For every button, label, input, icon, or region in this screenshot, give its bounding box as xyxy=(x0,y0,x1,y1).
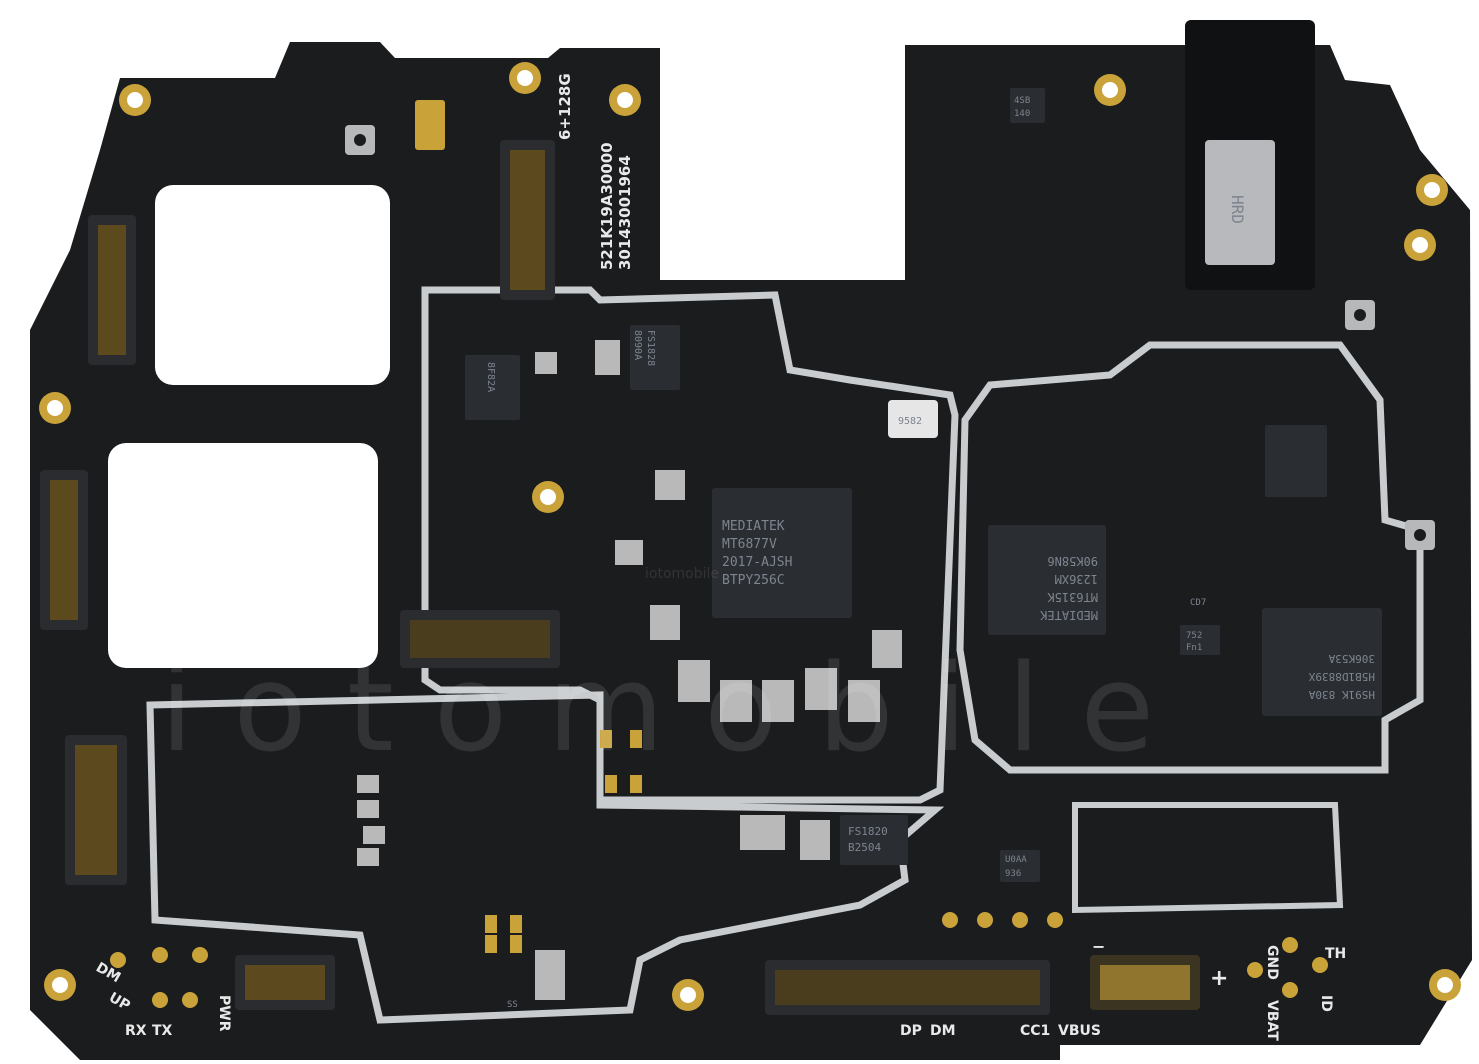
ic-752 xyxy=(1180,625,1220,655)
pad-label-pwr: PWR xyxy=(216,995,232,1032)
936-label: 936 xyxy=(1005,869,1021,879)
soc-chip xyxy=(712,488,852,618)
battery-connector xyxy=(1090,955,1200,1010)
pad-label-cc1: CC1 xyxy=(1020,1023,1050,1039)
serial-line-2: 30143001964 xyxy=(616,155,634,270)
soc-label-1: MEDIATEK xyxy=(722,519,785,534)
fn1-label: Fn1 xyxy=(1186,643,1202,653)
mounting-holes xyxy=(39,62,1461,1011)
pmic-label-3: 1236XM xyxy=(1055,572,1098,586)
u0aa-label: U0AA xyxy=(1005,855,1027,865)
mic-9582 xyxy=(888,400,938,438)
cd7-label: CD7 xyxy=(1190,598,1206,608)
pad-label-id: ID xyxy=(1318,995,1334,1012)
connector-bottom-main xyxy=(765,960,1050,1015)
board-cutout-bottom xyxy=(108,443,378,668)
pad-label-th: TH xyxy=(1325,946,1346,962)
flash-label-3: 306K53A xyxy=(1328,652,1375,665)
watermark-small: iotomobile xyxy=(645,566,719,582)
140-label: 140 xyxy=(1014,109,1030,119)
fs1820-label-1: FS1820 xyxy=(848,825,888,838)
shield-frame-usb xyxy=(1072,802,1344,914)
fs1828-label-2: 8090A xyxy=(632,330,643,360)
shield-frame-pmic xyxy=(956,341,1424,774)
8f82a-label: 8F82A xyxy=(485,362,496,392)
752-label: 752 xyxy=(1186,631,1202,641)
serial-line-1: 521K19A30000 xyxy=(598,142,616,270)
flash-label-1: HS91K 830A xyxy=(1308,688,1375,701)
connector-left-3 xyxy=(65,735,127,885)
4sb-label: 4SB xyxy=(1014,96,1030,106)
audio-jack xyxy=(1185,20,1315,290)
pad-label-dp: DP xyxy=(900,1023,922,1039)
connector-left-1 xyxy=(88,215,136,365)
connector-left-2 xyxy=(40,470,88,630)
ic-fs1828 xyxy=(630,325,680,390)
board-cutout-top xyxy=(155,185,390,385)
fs1828-label-1: FS1828 xyxy=(645,330,656,366)
coax-connectors xyxy=(345,125,1435,550)
battery-plus-mark: + xyxy=(1210,966,1228,991)
soc-label-4: BTPY256C xyxy=(722,573,785,588)
fs1820-label-2: B2504 xyxy=(848,841,881,854)
ic-u0aa xyxy=(1000,850,1040,882)
pmic-label-1: MEDIATEK xyxy=(1039,608,1098,622)
soc-label-3: 2017-AJSH xyxy=(722,555,792,570)
pmic-label-2: MT6315K xyxy=(1047,590,1098,604)
flash-chip xyxy=(1262,608,1382,716)
ss-label: SS xyxy=(507,1000,518,1010)
ic-8f82a xyxy=(465,355,520,420)
gold-pads xyxy=(110,100,1328,1008)
pad-label-dm-bottom: DM xyxy=(930,1023,956,1039)
connector-bottom-left xyxy=(235,955,335,1010)
ram-label: 6+128G xyxy=(556,73,574,140)
pmic-label-4: 90K58N6 xyxy=(1047,554,1098,568)
pmic-chip xyxy=(988,525,1106,635)
pad-label-rx: RX xyxy=(125,1023,147,1039)
jack-mark: HRD xyxy=(1228,195,1247,224)
pad-label-vbus: VBUS xyxy=(1058,1023,1101,1039)
ic-fs1820 xyxy=(840,815,908,865)
ic-upper-right xyxy=(1265,425,1327,497)
battery-minus-mark: − xyxy=(1092,937,1105,956)
connector-top xyxy=(500,140,555,300)
soc-label-2: MT6877V xyxy=(722,537,777,552)
connector-middle xyxy=(400,610,560,668)
ic-4sb xyxy=(1010,88,1045,123)
pad-label-vbat: VBAT xyxy=(1264,1000,1280,1041)
watermark-text: iotomobile xyxy=(160,640,1194,779)
shield-frame-soc xyxy=(421,286,959,804)
shield-frame-lower xyxy=(146,691,945,1024)
flash-label-2: H5B1D8839X xyxy=(1308,670,1375,683)
9582-label: 9582 xyxy=(898,416,922,427)
passive-components xyxy=(357,340,902,1000)
pad-label-tx: TX xyxy=(152,1023,173,1039)
pad-label-gnd: GND xyxy=(1264,945,1280,980)
